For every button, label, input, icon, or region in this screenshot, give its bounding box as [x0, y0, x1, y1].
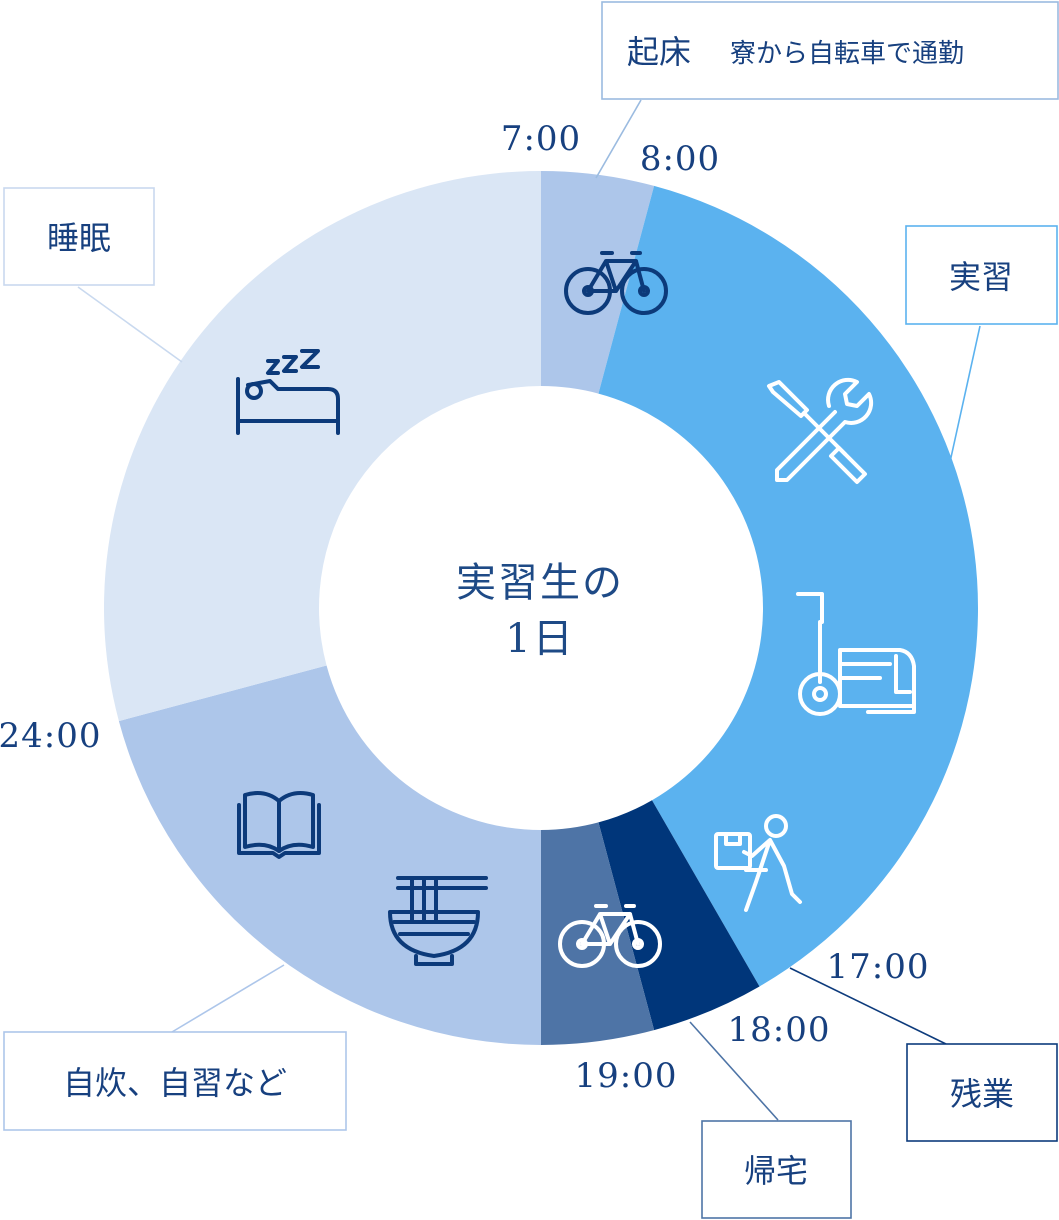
- donut-segments: [103, 170, 978, 1045]
- noodle-bowl-icon: [388, 876, 488, 966]
- delivery-worker-icon: [714, 814, 802, 912]
- leader-wake: [595, 99, 642, 179]
- callout-study: 自炊、自習など: [3, 1031, 347, 1131]
- callout-training: 実習: [905, 225, 1058, 325]
- leader-home: [689, 1021, 779, 1121]
- callout-wake-sublabel: 寮から自転車で通勤: [730, 39, 964, 69]
- callout-training-label: 実習: [949, 258, 1013, 296]
- time-label-8: 8:00: [640, 139, 720, 179]
- callout-sleep: 睡眠: [3, 187, 155, 286]
- donut-segment-commute-pm: [541, 822, 655, 1045]
- callout-home: 帰宅: [701, 1120, 852, 1219]
- leader-training: [949, 325, 981, 463]
- time-label-24: 24:00: [0, 716, 101, 756]
- leader-overtime: [789, 967, 947, 1045]
- center-title-line1: 実習生の: [456, 560, 624, 606]
- time-label-18: 18:00: [728, 1010, 831, 1050]
- center-title-line2: 1日: [505, 616, 574, 662]
- donut-segment-study: [118, 665, 541, 1045]
- book-icon: [237, 791, 321, 859]
- time-label-7: 7:00: [501, 119, 581, 159]
- bicycle-icon: [564, 251, 668, 315]
- callout-home-label: 帰宅: [744, 1152, 808, 1190]
- callout-wake: 起床 寮から自転車で通勤: [601, 1, 1059, 100]
- time-label-19: 19:00: [575, 1056, 678, 1096]
- donut-segment-commute-am: [541, 171, 655, 394]
- callout-sleep-label: 睡眠: [47, 219, 111, 257]
- leader-lines: [77, 99, 981, 1121]
- bicycle-icon: [558, 904, 662, 968]
- tools-icon: [767, 377, 874, 484]
- callout-study-label: 自炊、自習など: [63, 1064, 287, 1102]
- callout-overtime-label: 残業: [950, 1075, 1014, 1113]
- callout-overtime: 残業: [906, 1043, 1058, 1142]
- leader-study: [171, 964, 285, 1033]
- donut-segment-overtime: [598, 800, 760, 1031]
- callout-wake-label: 起床: [627, 33, 691, 71]
- donut-segment-sleep: [103, 170, 541, 722]
- sleep-bed-icon: [236, 349, 340, 435]
- donut-segment-training: [598, 185, 978, 987]
- floor-scrubber-icon: [796, 592, 916, 716]
- leader-sleep: [77, 286, 183, 363]
- time-label-17: 17:00: [827, 947, 930, 987]
